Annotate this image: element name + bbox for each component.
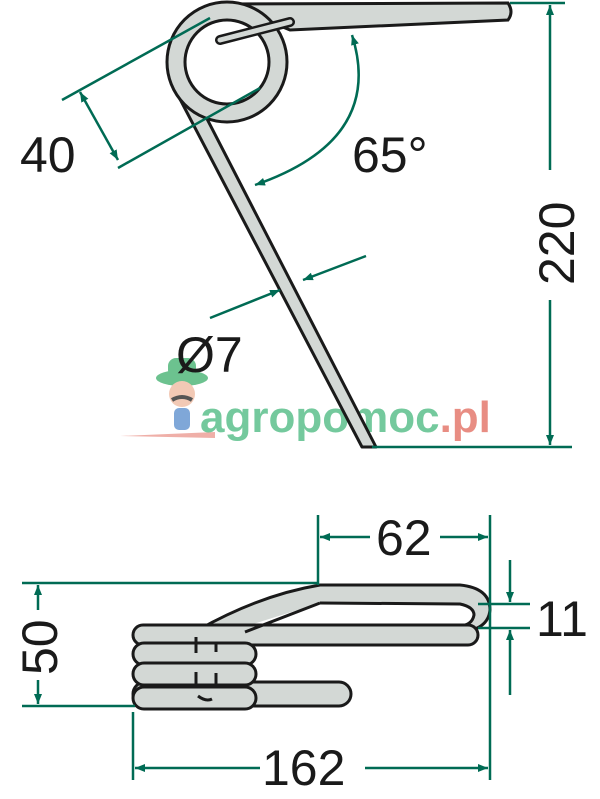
dim-total-length: 162: [262, 740, 345, 796]
dim-width: 50: [12, 619, 68, 675]
dim-angle: 65°: [352, 127, 428, 183]
dim-coil-width: 40: [20, 127, 76, 183]
dim-arm-length: 62: [376, 510, 432, 566]
watermark-line: agropomoc.pl: [200, 393, 491, 442]
dim-height: 220: [529, 202, 585, 285]
top-view-dimensions: [22, 515, 530, 780]
top-view-spring: [131, 583, 492, 711]
watermark-suffix: .pl: [440, 393, 491, 442]
watermark-logo: agropomoc.pl: [120, 358, 491, 442]
watermark-text: agropomoc: [200, 393, 440, 442]
side-view-dimensions: [61, 1, 572, 449]
dim-wire-diameter: Ø7: [176, 327, 243, 383]
dim-gap: 11: [536, 591, 588, 647]
